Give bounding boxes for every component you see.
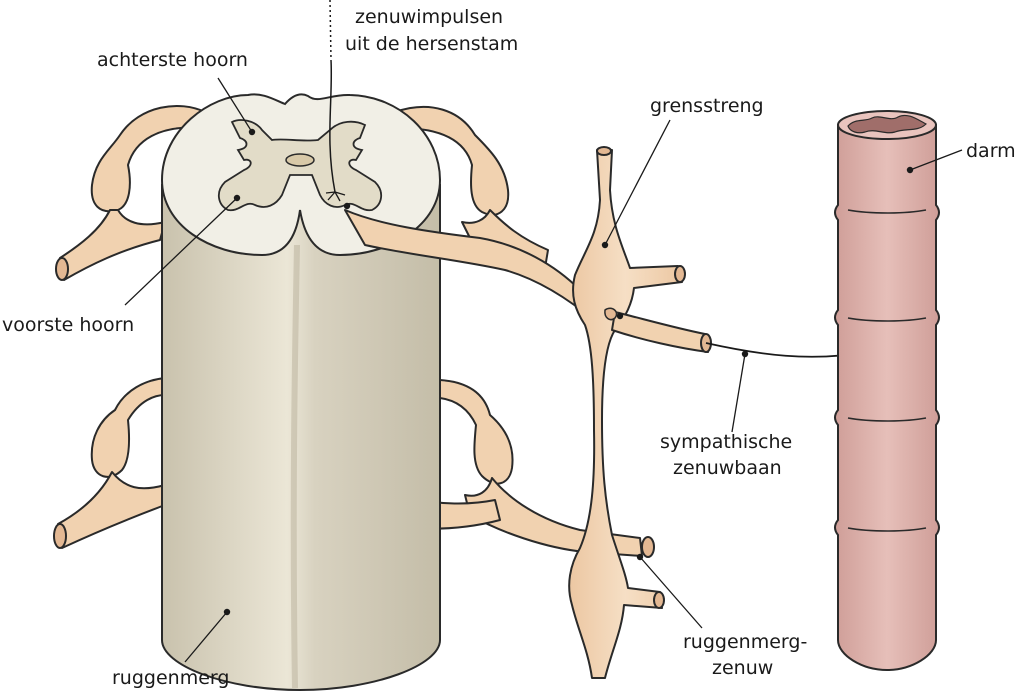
sympathetic-trunk	[568, 146, 712, 679]
label-sympathetic-pathway-line1: sympathische	[660, 431, 792, 453]
label-ventral-horn: voorste hoorn	[2, 314, 134, 336]
upper-left-spinal-nerve	[55, 105, 206, 281]
label-intestine: darm	[966, 140, 1016, 162]
label-impulses-line2: uit de hersenstam	[345, 33, 518, 55]
lower-left-spinal-nerve	[53, 377, 166, 549]
label-spinal-nerve-line2: zenuw	[712, 657, 773, 679]
label-spinal-nerve-line1: ruggenmerg-	[683, 631, 807, 653]
leader-spinal-cord	[184, 608, 231, 663]
brainstem-fibre-dotted	[329, 0, 332, 61]
label-sympathetic-pathway-line2: zenuwbaan	[673, 457, 782, 479]
leader-ventral-horn	[124, 194, 241, 306]
leader-dorsal-horn	[217, 77, 256, 136]
fibre-terminal	[325, 191, 346, 202]
label-impulses-line1: zenuwimpulsen	[355, 6, 503, 28]
leader-sympathetic-pathway	[731, 350, 749, 433]
leader-impulses	[343, 202, 351, 210]
label-spinal-cord: ruggenmerg	[112, 667, 229, 689]
label-sympathetic-trunk: grensstreng	[650, 95, 764, 117]
leader-spinal-nerve	[636, 553, 703, 629]
leader-postganglionic-marker	[616, 312, 624, 320]
lower-right-spinal-nerve	[409, 379, 655, 558]
intestine	[834, 110, 940, 672]
leader-sympathetic-trunk	[601, 119, 671, 249]
label-dorsal-horn: achterste hoorn	[97, 49, 248, 71]
spinal-cord	[160, 93, 442, 692]
brainstem-fibre	[329, 59, 336, 193]
leader-intestine	[906, 149, 963, 174]
